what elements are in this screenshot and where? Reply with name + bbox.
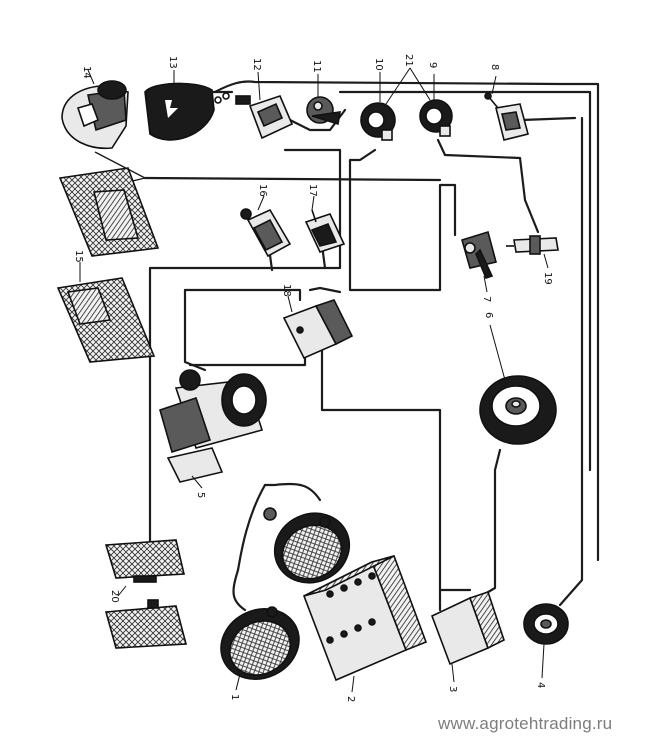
wiring-harness xyxy=(94,80,600,612)
part-numbers: 14 13 12 11 10 21 9 8 16 17 15 18 7 19 6… xyxy=(73,54,553,702)
label-8: 8 xyxy=(489,64,500,70)
part-9-gauge xyxy=(419,99,453,137)
part-7-switch xyxy=(461,230,497,279)
part-5-starter xyxy=(159,369,267,483)
label-4: 4 xyxy=(535,682,546,688)
leader-lines xyxy=(79,67,549,693)
part-20-lamp-upper xyxy=(104,539,185,583)
part-12-switch xyxy=(235,95,294,140)
part-14-horn xyxy=(61,80,129,150)
part-15-grille-upper xyxy=(58,167,160,257)
label-10: 10 xyxy=(373,58,384,71)
label-9: 9 xyxy=(427,62,438,68)
part-8-switch xyxy=(484,92,529,141)
label-20: 20 xyxy=(109,590,120,603)
part-18-relay-box xyxy=(282,299,354,360)
label-2: 2 xyxy=(345,696,356,702)
label-5: 5 xyxy=(195,492,206,498)
label-12: 12 xyxy=(251,58,262,71)
part-15-grille-lower xyxy=(56,277,156,363)
watermark: www.agrotehtrading.ru xyxy=(438,714,613,733)
part-16-relay xyxy=(240,208,292,258)
part-1-headlight-lower xyxy=(220,606,300,680)
label-1: 1 xyxy=(229,694,240,700)
label-18: 18 xyxy=(281,284,292,297)
label-3: 3 xyxy=(447,686,458,692)
label-14: 14 xyxy=(81,66,92,79)
part-17-switch xyxy=(304,209,346,253)
label-17: 17 xyxy=(307,184,318,197)
label-15: 15 xyxy=(73,250,84,263)
part-20-lamp-lower xyxy=(104,599,188,649)
part-2-battery xyxy=(302,555,428,682)
part-19-sensor xyxy=(506,235,559,255)
part-1-headlight-upper xyxy=(263,507,351,584)
label-16: 16 xyxy=(257,184,268,197)
part-11-gauge xyxy=(306,96,341,126)
label-6: 6 xyxy=(483,312,494,318)
label-7: 7 xyxy=(481,296,492,302)
part-3-regulator xyxy=(430,590,505,666)
part-4-switch-round xyxy=(523,603,569,645)
part-6-generator xyxy=(479,375,557,445)
label-11: 11 xyxy=(311,60,322,73)
part-13-lamp xyxy=(144,82,234,141)
label-19: 19 xyxy=(542,272,553,285)
part-10-gauge xyxy=(360,102,396,141)
label-21: 21 xyxy=(403,54,414,67)
label-13: 13 xyxy=(167,56,178,69)
